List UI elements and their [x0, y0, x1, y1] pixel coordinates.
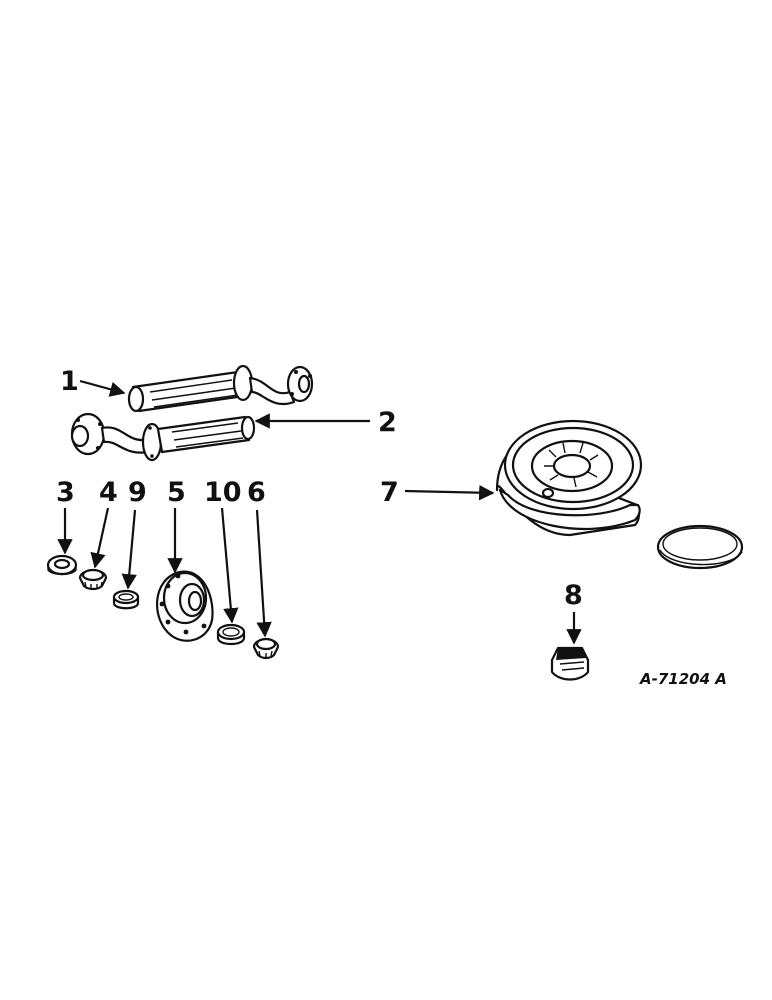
leader-arrow-4	[90, 507, 110, 569]
callout-1: 1	[60, 366, 79, 397]
callout-9: 9	[128, 477, 147, 508]
leader-arrow-10	[220, 507, 239, 624]
leader-arrow-7	[404, 484, 495, 501]
callout-3: 3	[56, 477, 75, 508]
callout-5: 5	[167, 477, 186, 508]
wheel-nut-part-8	[550, 646, 590, 681]
bearing-cup-part-10	[216, 623, 246, 646]
axle-spindle-part-1	[127, 364, 314, 413]
leader-arrow-9	[121, 509, 137, 590]
leader-arrow-6	[255, 509, 272, 638]
reference-code: A-71204 A	[639, 670, 727, 688]
bearing-cup-part-9	[112, 589, 140, 610]
seal-part-3	[46, 554, 78, 576]
wheel-hub-part-5	[156, 570, 214, 642]
callout-10: 10	[204, 477, 242, 508]
callout-2: 2	[378, 407, 397, 438]
callout-6: 6	[247, 477, 266, 508]
hubcap	[656, 524, 744, 570]
callout-8: 8	[564, 580, 583, 611]
callout-4: 4	[99, 477, 118, 508]
callout-7: 7	[380, 477, 399, 508]
bearing-cone-part-6	[252, 637, 280, 660]
axle-spindle-part-2	[70, 412, 256, 462]
bearing-cone-part-4	[78, 568, 108, 591]
leader-arrow-1	[79, 379, 126, 397]
wheel-rim-part-7	[495, 419, 643, 537]
